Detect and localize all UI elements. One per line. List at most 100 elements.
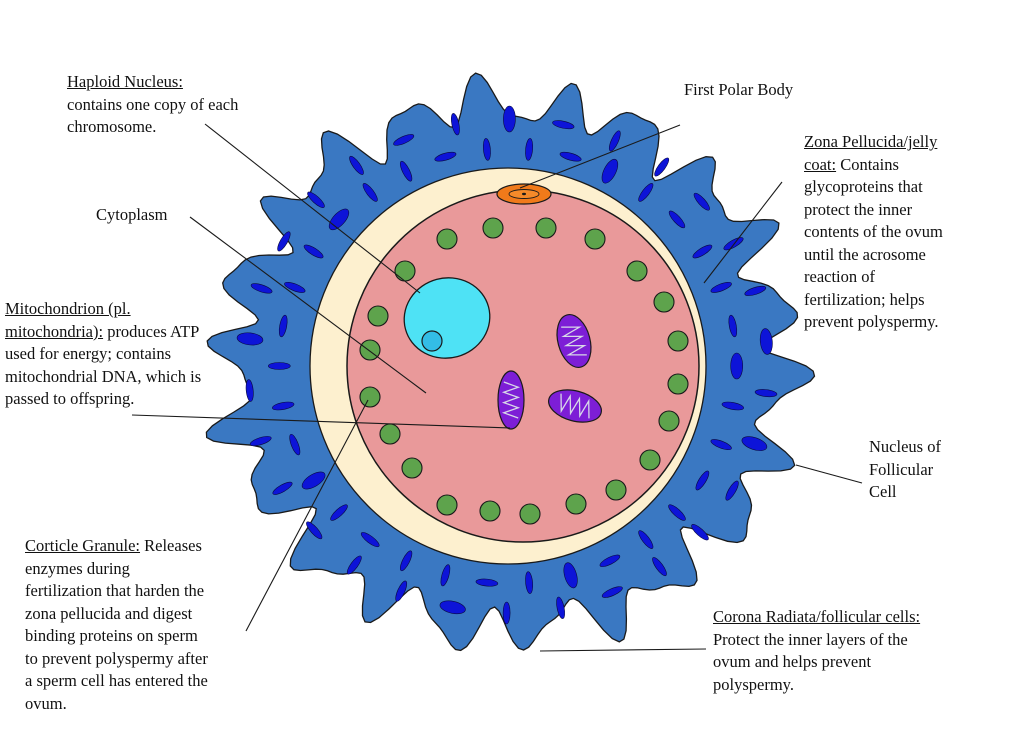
mitochondrion xyxy=(556,313,592,369)
label-first-polar-body: First Polar Body xyxy=(684,79,793,102)
cortical-granule xyxy=(626,260,648,282)
mito-line2-rest: produces ATP xyxy=(103,321,200,341)
follicular-nucleus xyxy=(272,401,295,411)
follicular-nucleus xyxy=(559,151,582,162)
cortical-granule xyxy=(519,503,541,525)
mitochondrion xyxy=(497,370,525,430)
cortical-granule xyxy=(584,228,606,250)
follicular-nucleus xyxy=(399,550,413,572)
cortical-line1-rest: Releases xyxy=(140,536,202,555)
follicular-nucleus xyxy=(754,389,778,398)
cytoplasm-title: Cytoplasm xyxy=(96,205,168,224)
follicular-nucleus xyxy=(393,134,415,146)
cortical-granule xyxy=(436,228,458,250)
follicular-nucleus xyxy=(695,470,710,491)
leader-cortical xyxy=(245,399,369,632)
follicular-nucleus xyxy=(360,532,380,548)
leader-mito xyxy=(131,414,511,429)
leader-zona xyxy=(703,181,783,284)
label-mitochondrion: Mitochondrion (pl. mitochondria): produc… xyxy=(5,298,201,411)
corona-line4: polyspermy. xyxy=(713,674,794,694)
leader-cytoplasm xyxy=(189,216,427,394)
follicular-nucleus xyxy=(608,130,621,152)
follicular-nucleus xyxy=(349,155,364,175)
first-polar-body xyxy=(496,183,552,205)
cortical-granule xyxy=(482,217,504,239)
cortical-granule xyxy=(379,423,401,445)
follicular-nucleus xyxy=(692,244,713,259)
cortical-granule xyxy=(667,373,689,395)
follicular-nucleus xyxy=(303,244,324,259)
follicular-nucleus xyxy=(451,113,460,136)
cortical-granule xyxy=(639,449,661,471)
follicular-nucleus xyxy=(289,433,301,456)
follicular-nucleus xyxy=(728,314,738,338)
follicular-nucleus xyxy=(439,600,466,615)
label-follicular-nucleus: Nucleus of Follicular Cell xyxy=(869,436,941,504)
follicular-nucleus xyxy=(725,480,739,501)
follicular-nucleus xyxy=(654,157,670,177)
label-corona-radiata: Corona Radiata/follicular cells: Protect… xyxy=(713,606,920,696)
cortical-granule xyxy=(605,479,627,501)
follicular-nucleus xyxy=(236,332,264,346)
mitochondrion xyxy=(548,389,602,423)
follicular-nucleus xyxy=(730,352,744,380)
cortical-granule xyxy=(479,500,501,522)
follicular-nucleus xyxy=(278,314,288,338)
follicular-nucleus xyxy=(741,436,768,451)
leader-lines xyxy=(131,123,863,652)
follicular-nucleus xyxy=(691,524,709,541)
mito-line4: mitochondrial DNA, which is xyxy=(5,366,202,386)
cortical-granule xyxy=(359,386,381,408)
follicular-nucleus xyxy=(307,191,325,208)
cortical-line7: a sperm cell has entered the xyxy=(25,671,208,690)
cortical-granule xyxy=(401,457,423,479)
cortical-title: Corticle Granule: xyxy=(25,536,141,555)
haploid-line2: chromosome. xyxy=(67,117,157,136)
cortical-granule xyxy=(667,330,689,352)
cortical-line2: enzymes during xyxy=(25,558,130,578)
zona-line2-rest: Contains xyxy=(836,154,899,174)
follicular-nucleus xyxy=(272,481,293,495)
leader-follicular-nucleus xyxy=(795,464,863,484)
cortical-granule xyxy=(436,494,458,516)
haploid-line1: contains one copy of each xyxy=(67,94,239,114)
follicular-nucleus xyxy=(328,208,350,231)
cortical-line6: to prevent polyspermy after xyxy=(25,648,208,668)
mitochondria xyxy=(497,313,602,430)
follicular-nucleus xyxy=(267,362,291,370)
follicular-nucleus xyxy=(723,237,744,251)
leader-polar-body xyxy=(519,124,681,189)
follicular-nucleus xyxy=(525,571,534,594)
cortical-granule xyxy=(394,260,416,282)
follicular-nucleus xyxy=(601,158,619,184)
mito-line3: used for energy; contains xyxy=(5,344,172,363)
follicular-nucleus xyxy=(284,281,306,293)
follicular-nucleus xyxy=(563,562,578,589)
follicular-nucleus xyxy=(395,580,408,602)
cortical-granule xyxy=(367,305,389,327)
follicular-nucleus xyxy=(502,601,511,625)
follicular-nucleus xyxy=(434,151,457,162)
follicular-nucleus xyxy=(552,120,575,130)
follicular-nucleus xyxy=(362,183,378,202)
follicular-line1: Nucleus of xyxy=(869,437,941,456)
follicular-nucleus xyxy=(301,471,326,490)
cortical-granules xyxy=(359,217,689,525)
corona-line3: ovum and helps prevent xyxy=(713,652,872,671)
mito-title2: mitochondria): xyxy=(5,321,104,341)
zona-line3: glycoproteins that xyxy=(804,177,923,196)
label-cortical-granule: Corticle Granule: Releases enzymes durin… xyxy=(25,535,208,715)
mito-title1: Mitochondrion (pl. xyxy=(5,299,131,318)
follicular-nucleus xyxy=(482,138,491,161)
cortical-granule xyxy=(565,493,587,515)
leader-haploid xyxy=(204,123,421,294)
follicular-nucleus xyxy=(710,281,732,293)
zona-line8: fertilization; helps xyxy=(804,289,925,309)
follicular-nucleus xyxy=(556,596,565,619)
zona-title1: Zona Pellucida/jelly xyxy=(804,132,938,151)
label-cytoplasm: Cytoplasm xyxy=(96,204,168,227)
follicular-line2: Follicular xyxy=(869,459,934,479)
